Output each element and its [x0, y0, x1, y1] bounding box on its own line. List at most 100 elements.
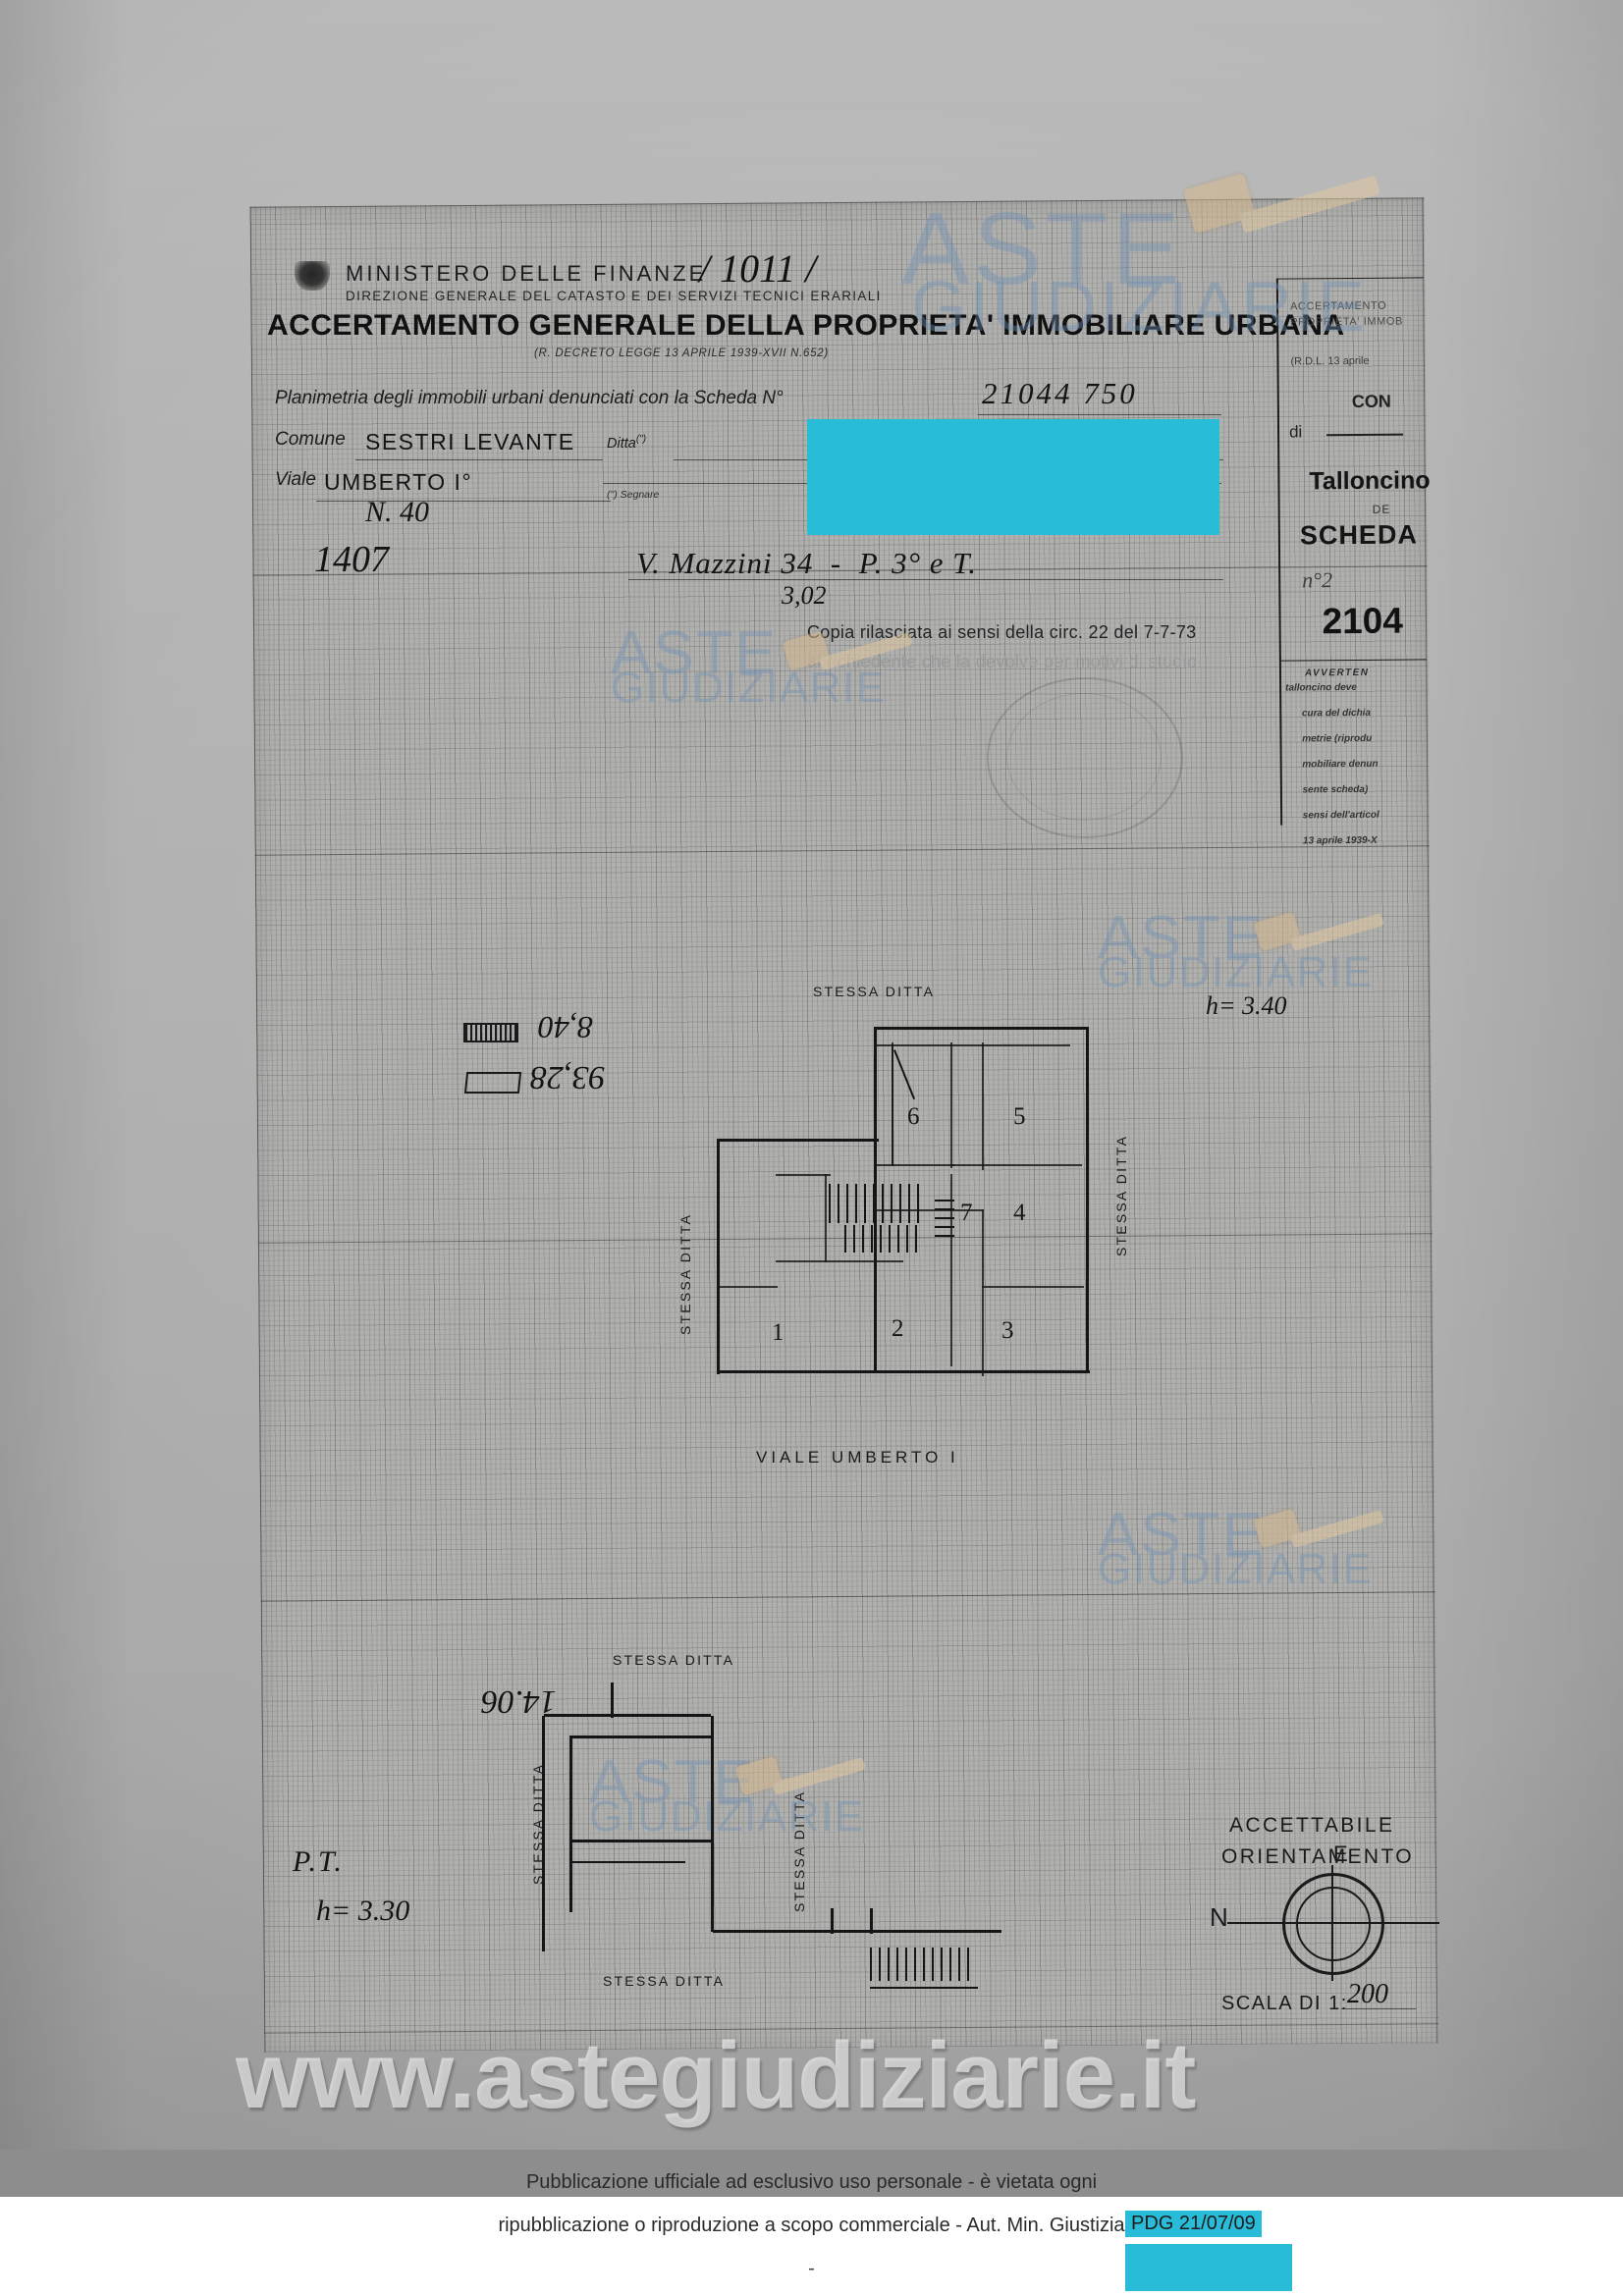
plan-upper-partition-c [950, 1042, 952, 1168]
plan-upper-room-7: 7 [960, 1200, 973, 1226]
plan-upper-partition-e [950, 1164, 1082, 1166]
scale-label: SCALA DI 1: [1221, 1993, 1348, 2014]
plan-lower-wall-top [544, 1714, 711, 1717]
field-label-comune: Comune [275, 429, 346, 450]
compass-inner-circle [1296, 1887, 1371, 1961]
plan-upper-stairs-3 [935, 1194, 954, 1237]
underline-viale [316, 501, 611, 502]
plan-upper-stairs-2 [844, 1225, 923, 1253]
redaction-ditta [807, 419, 1219, 535]
plan-upper-label-stessa-ditta-right: STESSA DITTA [1113, 1134, 1129, 1256]
orientation-line-1: ACCETTABILE [1229, 1814, 1395, 1837]
plan-upper-partition-o [717, 1286, 778, 1288]
plan-upper-partition-l [825, 1174, 827, 1262]
plan-upper-partition-i [982, 1286, 1084, 1288]
plan-upper-partition-a [876, 1044, 1070, 1046]
underline-segnare [603, 483, 829, 484]
plan-upper-partition-m [776, 1174, 831, 1176]
plan-upper-partition-n [776, 1260, 903, 1262]
round-stamp-impression [987, 677, 1183, 838]
compass-rose [1227, 1865, 1439, 1981]
plan-upper-room-2: 2 [892, 1315, 904, 1342]
talloncino-di-underline [1326, 433, 1404, 437]
gavel-icon-2 [782, 626, 913, 681]
talloncino-ticket: ACCERTAMENTO PROPRIETA' IMMOB (R.D.L. 13… [1275, 277, 1431, 846]
plan-upper-wall-bottom [717, 1370, 1090, 1373]
plan-upper-room-1: 1 [772, 1319, 784, 1346]
document-title: ACCERTAMENTO GENERALE DELLA PROPRIETA' I… [267, 309, 1345, 342]
plan-lower-wall-door-right [870, 1908, 873, 1934]
compass-label-north: N [1210, 1902, 1230, 1932]
talloncino-law: (R.D.L. 13 aprile [1290, 354, 1370, 368]
watermark-brand-bottom-2: GIUDIZIARIE [611, 664, 887, 712]
plan-upper-partition-f [874, 1209, 984, 1211]
watermark-brand-top-5: ASTE [589, 1748, 756, 1816]
stamp-line-2: al richiedente che la devolve per motivi… [807, 652, 1198, 671]
plan-lower-height-note: h= 3.30 [316, 1895, 410, 1927]
plan-upper-room-6: 6 [907, 1103, 920, 1130]
footer-line-1: Pubblicazione ufficiale ad esclusivo uso… [525, 2171, 1098, 2193]
scale-value: 200 [1347, 1979, 1388, 2009]
plan-upper-label-stessa-ditta-top: STESSA DITTA [813, 984, 936, 999]
plan-lower-wall-stub [611, 1682, 614, 1718]
plan-upper-height-note: h= 3.40 [1206, 991, 1287, 1020]
plan-lower-wall-mid2 [571, 1861, 685, 1863]
plan-lower-dimension: 14.06 [481, 1683, 557, 1720]
plan-upper-dimension-1: 8,40 [538, 1010, 593, 1045]
gavel-icon-5 [734, 1751, 866, 1806]
talloncino-notice-body: talloncino deve cura del dichia metrie (… [1285, 681, 1380, 847]
plan-upper-dimension-2: 93,28 [530, 1059, 606, 1095]
plan-upper-room-3: 3 [1001, 1317, 1014, 1344]
watermark-brand-bottom-4: GIUDIZIARIE [1098, 1545, 1374, 1593]
field-value-viale: UMBERTO I° [324, 469, 473, 495]
footer-line-2: ripubblicazione o riproduzione a scopo c… [498, 2215, 1125, 2236]
talloncino-di: di [1288, 422, 1303, 442]
round-stamp-inner [1006, 693, 1162, 821]
watermark-brand-bottom-1: GIUDIZIARIE [911, 268, 1369, 347]
footer-dot: - [808, 2258, 815, 2279]
field-value-comune: SESTRI LEVANTE [365, 429, 575, 454]
talloncino-title-3: SCHEDA [1299, 519, 1419, 551]
talloncino-title-1: Talloncino [1309, 466, 1431, 496]
plan-upper-wall-right [1086, 1027, 1089, 1372]
direction-line: DIREZIONE GENERALE DEL CATASTO E DEI SER… [346, 289, 882, 303]
watermark-brand-top-2: ASTE [611, 619, 778, 687]
handwritten-civico: N. 40 [365, 496, 430, 528]
compass-label-east: E [1333, 1842, 1350, 1866]
talloncino-notice-title: AVVERTEN [1304, 667, 1370, 679]
plan-lower-floor-label: P.T. [293, 1845, 344, 1878]
talloncino-title-2: DE [1372, 502, 1391, 516]
underline-address [628, 579, 1223, 580]
plan-upper-street-label: VIALE UMBERTO I [756, 1448, 959, 1467]
watermark-url: www.astegiudiziarie.it [236, 2023, 1196, 2128]
ministry-line: MINISTERO DELLE FINANZE [346, 261, 707, 286]
orientation-line-2: ORIENTAMENTO [1221, 1845, 1415, 1868]
coat-of-arms-icon [295, 261, 330, 291]
talloncino-handwritten-n: n°2 [1302, 567, 1333, 593]
plan-lower-stairs-edge [870, 1987, 978, 1989]
watermark-brand-top-1: ASTE [901, 192, 1184, 306]
talloncino-divider [1280, 659, 1427, 662]
scan-bottom-band [0, 2150, 1623, 2197]
handwritten-address-note: V. Mazzini 34 - P. 3° e T. [636, 546, 977, 580]
segnare-note: (") Segnare [607, 489, 660, 501]
watermark-brand-bottom-5: GIUDIZIARIE [589, 1792, 865, 1841]
field-value-scheda: 21044 750 [982, 376, 1138, 410]
plan-lower-wall-inner-left [569, 1735, 572, 1912]
plan-lower-label-stessa-ditta-top: STESSA DITTA [613, 1652, 735, 1668]
plan-upper-partition-k [876, 1164, 954, 1166]
plan-lower-wall-inner-top [569, 1735, 713, 1738]
handwritten-left-number: 1407 [314, 539, 389, 580]
talloncino-number: 2104 [1322, 600, 1404, 642]
handwritten-sub-number: 3,02 [782, 581, 827, 610]
underline-scheda [978, 414, 1221, 415]
plan-upper-stairs-1 [829, 1184, 923, 1223]
underline-comune [355, 459, 603, 460]
plan-upper-partition-h [950, 1174, 952, 1366]
plan-lower-wall-mid [569, 1840, 713, 1842]
watermark-brand-top-4: ASTE [1098, 1501, 1265, 1569]
rule-section-2 [254, 845, 1430, 856]
plan-upper-room-5: 5 [1013, 1103, 1026, 1130]
watermark-brand-bottom-3: GIUDIZIARIE [1098, 948, 1374, 996]
compass-horizontal-axis [1227, 1922, 1439, 1924]
